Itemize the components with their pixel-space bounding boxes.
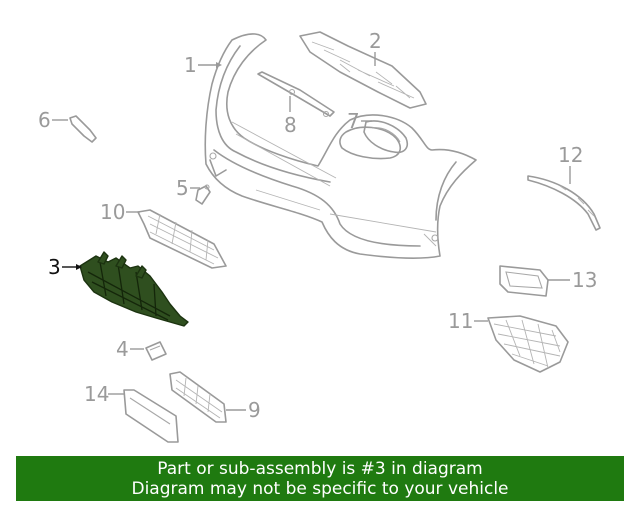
callout-14: 14 [84,382,124,406]
callout-4: 4 [116,337,144,361]
part-lower-grille [137,209,227,269]
part-bracket-6 [69,115,97,143]
callout-label-8: 8 [284,113,297,137]
callout-label-14: 14 [84,382,109,406]
callout-13: 13 [548,268,597,292]
callout-9: 9 [226,398,261,422]
part-bumper-cover [204,33,477,259]
callout-label-11: 11 [448,309,473,333]
callout-11: 11 [448,309,488,333]
callout-2: 2 [369,29,382,66]
callout-7: 7 [347,109,372,133]
callout-label-12: 12 [558,143,583,167]
part-fog-bezel [499,265,549,297]
callout-1: 1 [184,53,222,77]
callout-10: 10 [100,200,140,224]
callout-label-13: 13 [572,268,597,292]
part-bracket-4 [145,341,167,361]
banner-line-part: Part or sub-assembly is #3 in diagram [157,458,483,479]
callout-label-7: 7 [347,109,360,133]
callout-label-1: 1 [184,53,197,77]
callout-12: 12 [558,143,583,184]
part-clip-5 [195,184,211,205]
callout-6: 6 [38,108,68,132]
callout-5: 5 [176,176,200,200]
part-side-grille [487,315,569,373]
diagram-notice-banner: Part or sub-assembly is #3 in diagram Di… [16,456,624,501]
callout-8: 8 [284,96,297,137]
callout-label-4: 4 [116,337,129,361]
callout-label-3: 3 [48,255,61,279]
callout-label-10: 10 [100,200,125,224]
banner-line-disclaimer: Diagram may not be specific to your vehi… [131,478,509,499]
callout-label-9: 9 [248,398,261,422]
part-side-strip [527,175,601,231]
part-trim-strip [257,71,335,118]
callout-label-6: 6 [38,108,51,132]
parts-diagram: 1 2 3 4 5 6 7 8 9 10 11 1 [38,29,601,443]
callout-label-2: 2 [369,29,382,53]
callout-3: 3 [48,255,82,279]
part-3-highlighted [79,251,189,327]
part-9-insert [169,371,227,423]
part-fog-surround [363,120,409,154]
part-upper-grille [299,31,427,109]
callout-label-5: 5 [176,176,189,200]
part-14-plate-base [123,389,179,443]
